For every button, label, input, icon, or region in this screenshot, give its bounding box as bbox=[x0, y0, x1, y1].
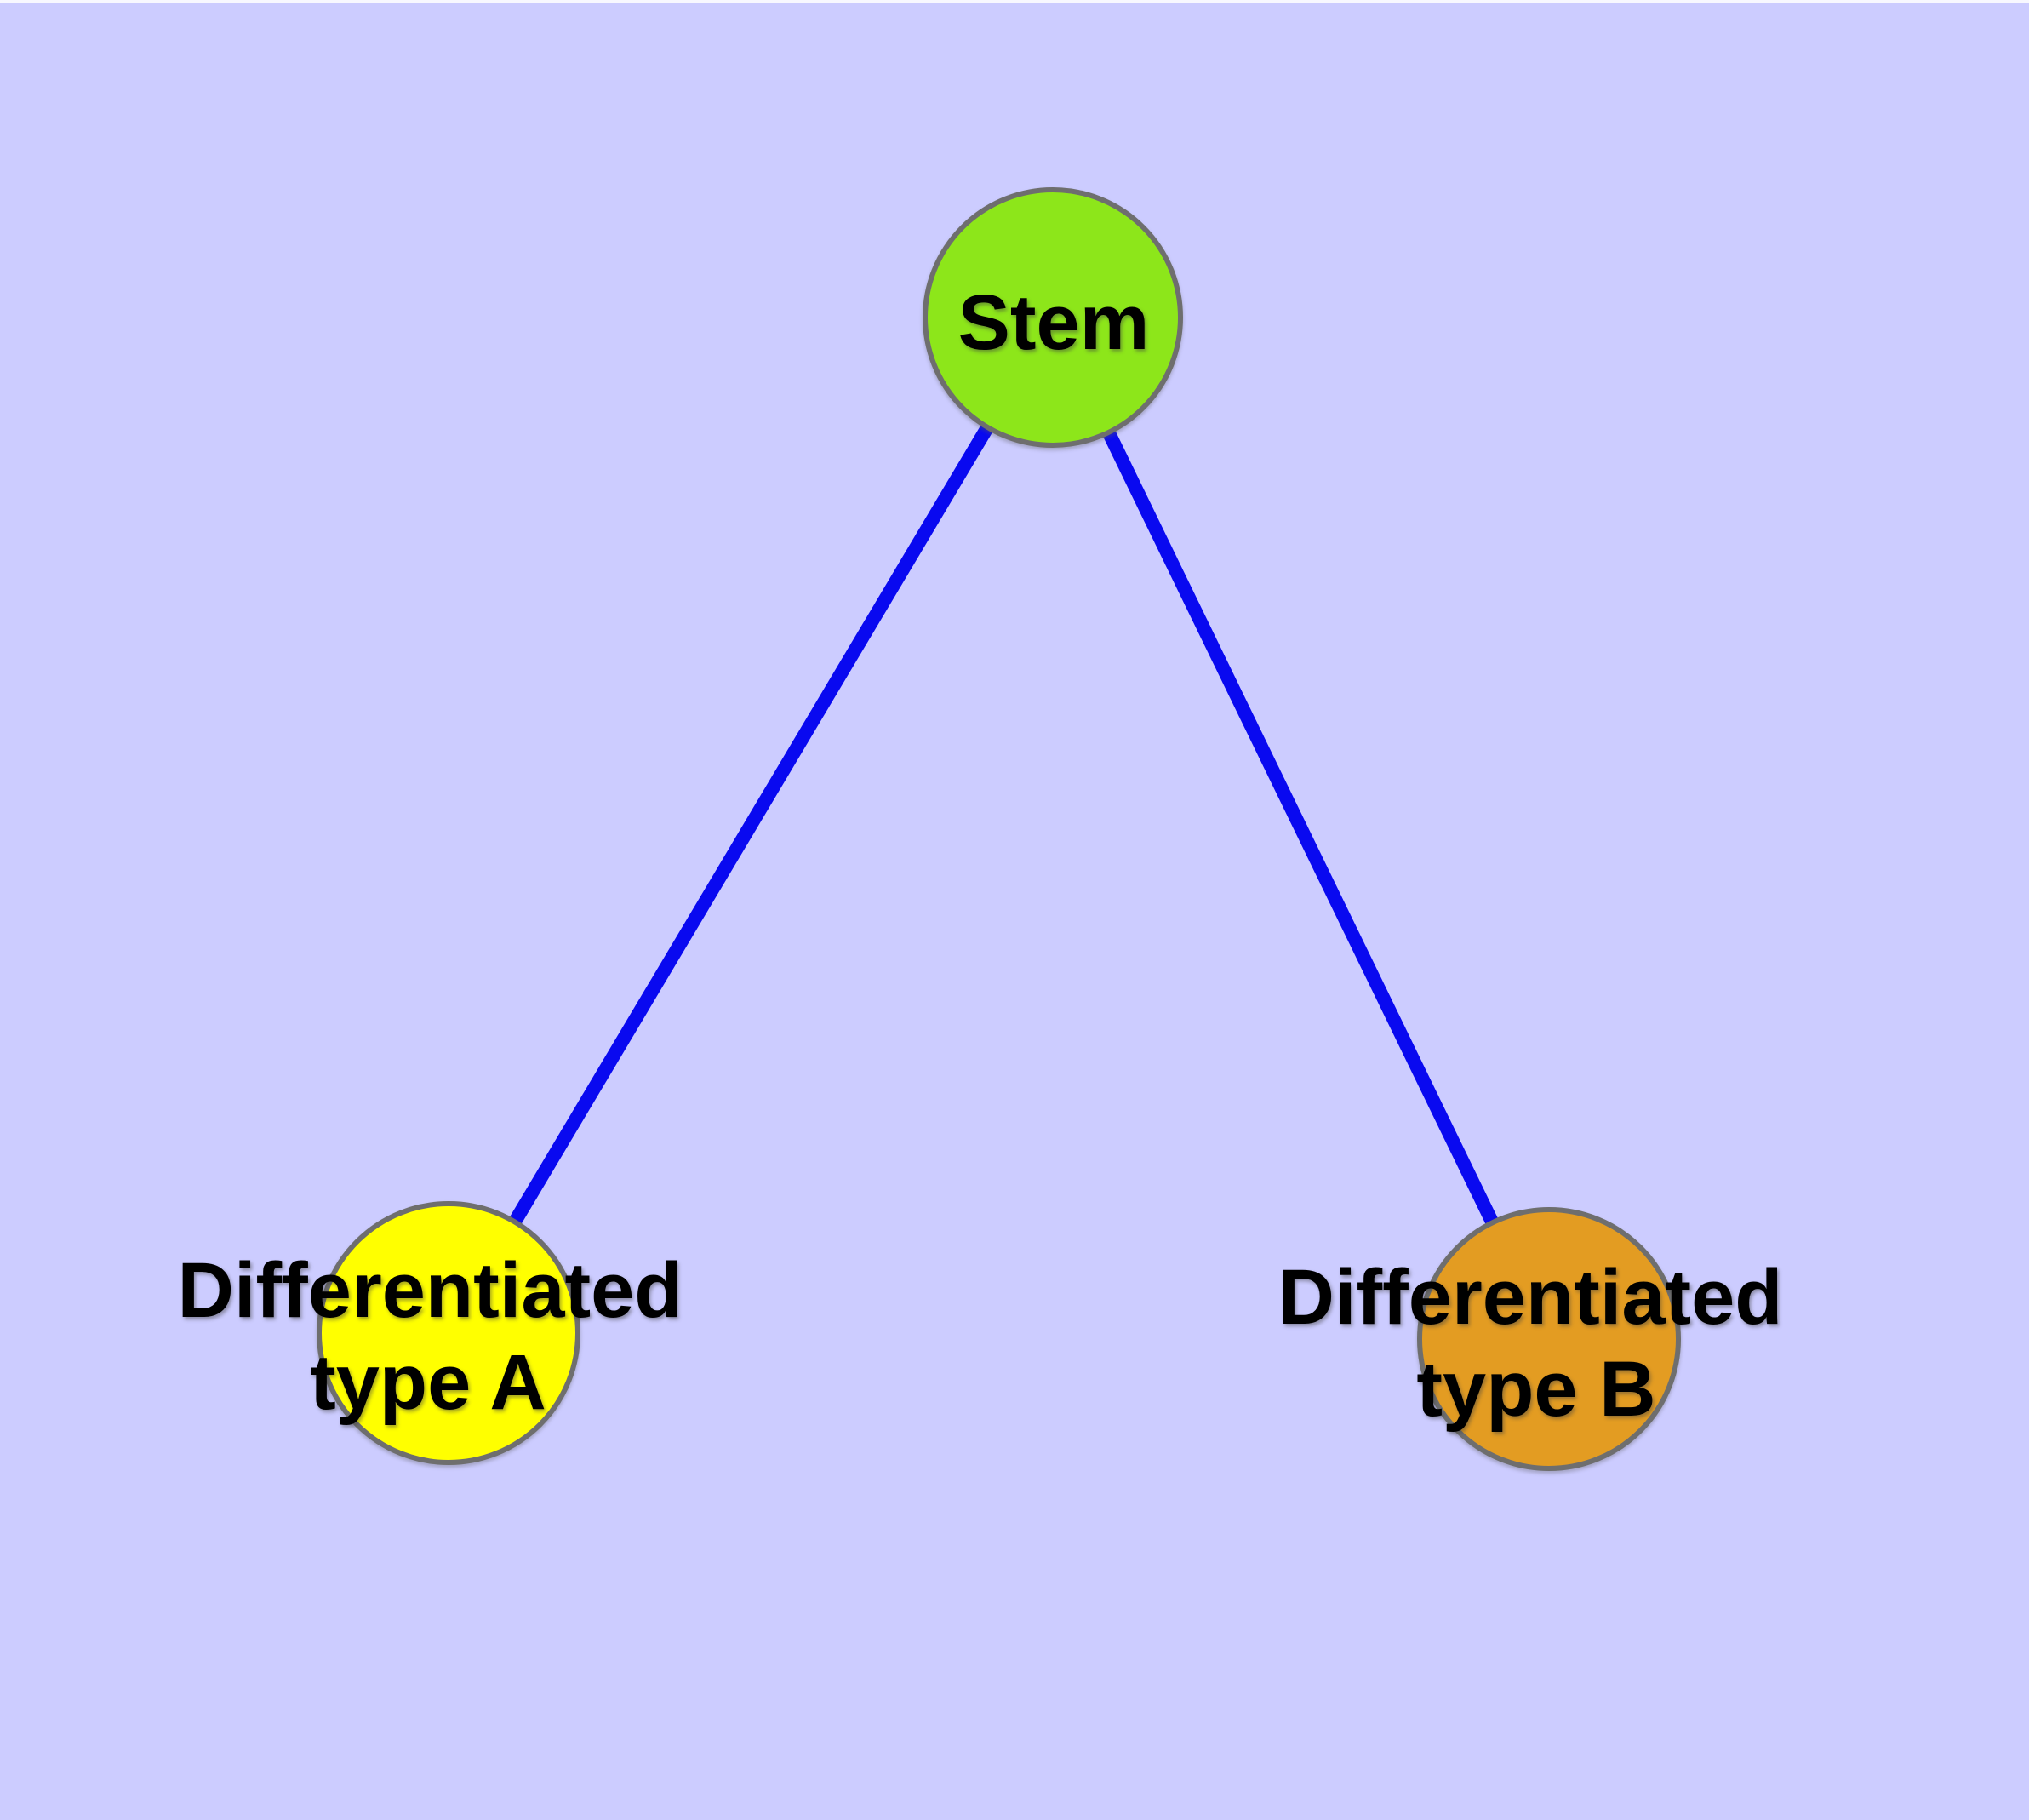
node-type-b-circle[interactable] bbox=[1417, 1207, 1681, 1471]
edge-stem-to-type-b bbox=[1046, 314, 1556, 1342]
node-type-a-circle[interactable] bbox=[317, 1201, 580, 1465]
edge-stem-to-type-a bbox=[443, 313, 1059, 1337]
node-type-a-label-line-2: type A bbox=[310, 1339, 546, 1426]
window-top-edge bbox=[0, 0, 2029, 3]
node-stem-circle[interactable] bbox=[923, 187, 1183, 448]
node-stem-label: Stem bbox=[958, 279, 1150, 366]
node-type-a-label-line-1: Differentiated bbox=[178, 1247, 683, 1334]
node-type-b-label-line-1: Differentiated bbox=[1278, 1254, 1783, 1341]
node-type-b-label-line-2: type B bbox=[1416, 1346, 1655, 1433]
